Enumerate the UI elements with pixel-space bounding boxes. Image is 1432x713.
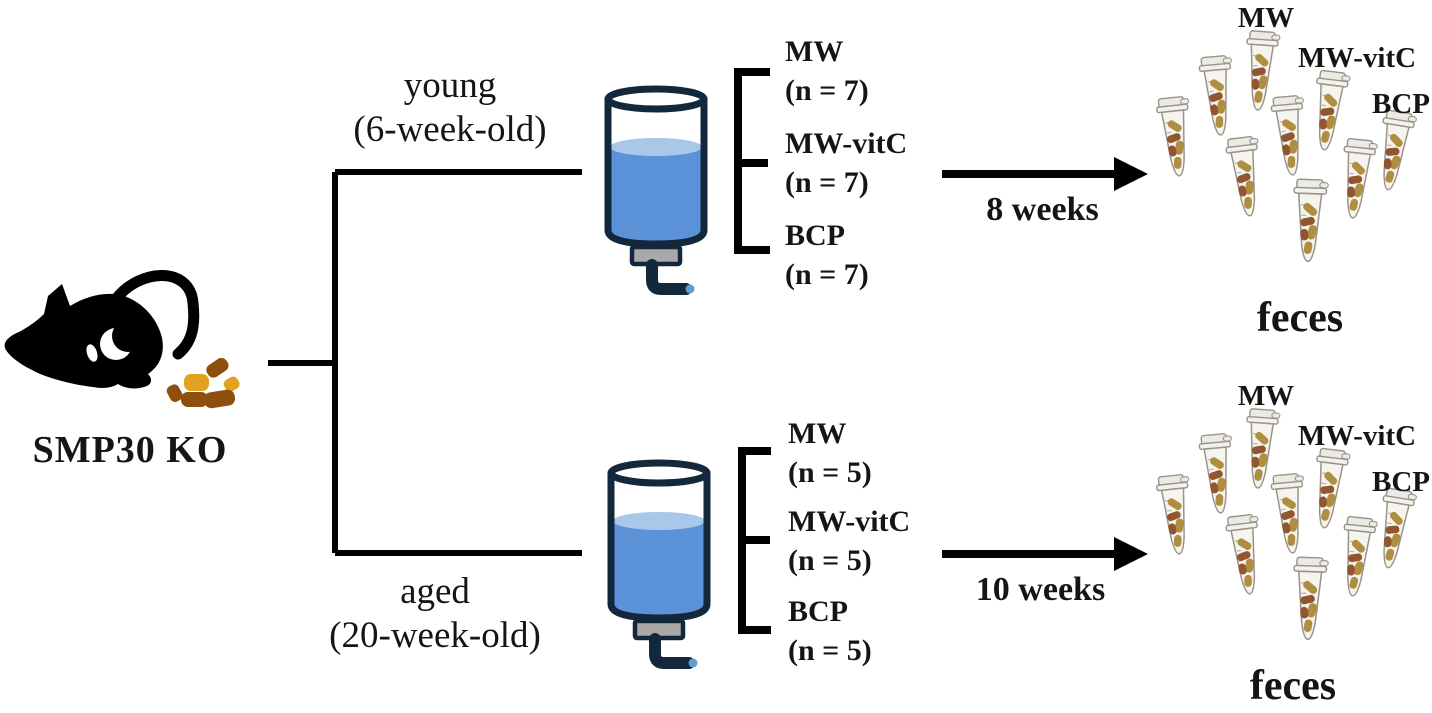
microcentrifuge-tube-icon xyxy=(1336,515,1379,599)
microcentrifuge-tube-icon xyxy=(1269,94,1311,177)
bracket-icon xyxy=(734,68,770,254)
feces-caption-young: feces xyxy=(1256,295,1344,341)
treatment-name: MW-vitC xyxy=(785,127,908,160)
treatment-young-mw: MW (n = 7) xyxy=(785,32,869,110)
microcentrifuge-tube-icon xyxy=(1336,137,1379,221)
treatment-aged-bcp: BCP (n = 5) xyxy=(788,592,872,670)
feces-caption-aged: feces xyxy=(1249,663,1337,709)
group-label-young: young (6-week-old) xyxy=(320,64,580,151)
water-bottle-icon xyxy=(604,85,708,295)
branch-lines xyxy=(268,169,582,556)
treatment-count: (n = 5) xyxy=(788,456,872,489)
tube-label-mw-vitc-young: MW-vitC xyxy=(1297,42,1417,74)
treatment-count: (n = 5) xyxy=(788,634,872,667)
microcentrifuge-tube-icon xyxy=(1307,69,1352,153)
arrow-right-icon xyxy=(942,157,1148,191)
microcentrifuge-tube-icon xyxy=(1154,473,1198,557)
microcentrifuge-tube-icon xyxy=(1371,486,1418,572)
treatment-young-bcp: BCP (n = 7) xyxy=(785,216,869,294)
microcentrifuge-tube-icon xyxy=(1307,447,1352,531)
microcentrifuge-tube-icon xyxy=(1197,54,1239,137)
microcentrifuge-tube-icon xyxy=(1224,135,1268,219)
group-label-line1: aged xyxy=(400,571,470,612)
treatment-young-mw-vitc: MW-vitC (n = 7) xyxy=(785,124,907,202)
mouse-silhouette-icon xyxy=(4,270,200,389)
microcentrifuge-tube-icon xyxy=(1371,108,1418,194)
tube-label-mw-aged: MW xyxy=(1237,380,1295,412)
treatment-name: MW xyxy=(785,35,844,68)
treatment-count: (n = 7) xyxy=(785,258,869,291)
subject-label: SMP30 KO xyxy=(32,429,228,471)
group-label-line1: young xyxy=(403,65,497,106)
microcentrifuge-tube-icon xyxy=(1224,513,1268,597)
treatment-name: MW xyxy=(788,417,847,450)
treatment-name: BCP xyxy=(788,595,848,628)
treatment-name: BCP xyxy=(785,219,845,252)
duration-label-young: 8 weeks xyxy=(986,191,1099,228)
tube-label-mw-vitc-aged: MW-vitC xyxy=(1297,420,1417,452)
microcentrifuge-tube-icon xyxy=(1290,178,1330,263)
treatment-aged-mw-vitc: MW-vitC (n = 5) xyxy=(788,502,910,580)
water-bottle-icon xyxy=(607,459,711,669)
treatment-name: MW-vitC xyxy=(788,505,911,538)
microcentrifuge-tube-icon xyxy=(1269,472,1311,555)
duration-label-aged: 10 weeks xyxy=(975,571,1106,608)
tube-label-bcp-young: BCP xyxy=(1372,88,1430,120)
group-label-line2: (20-week-old) xyxy=(329,614,541,656)
feces-pellets-icon xyxy=(166,358,240,409)
tube-label-bcp-aged: BCP xyxy=(1372,466,1430,498)
treatment-aged-mw: MW (n = 5) xyxy=(788,414,872,492)
microcentrifuge-tube-icon xyxy=(1154,95,1198,179)
microcentrifuge-tube-icon xyxy=(1197,432,1239,515)
microcentrifuge-tube-icon xyxy=(1290,556,1330,641)
treatment-count: (n = 5) xyxy=(788,544,872,577)
treatment-count: (n = 7) xyxy=(785,74,869,107)
bracket-icon xyxy=(738,447,771,634)
group-label-line2: (6-week-old) xyxy=(353,108,547,150)
arrow-right-icon xyxy=(942,537,1148,571)
treatment-count: (n = 7) xyxy=(785,166,869,199)
group-label-aged: aged (20-week-old) xyxy=(305,570,565,657)
tube-label-mw-young: MW xyxy=(1237,2,1295,34)
